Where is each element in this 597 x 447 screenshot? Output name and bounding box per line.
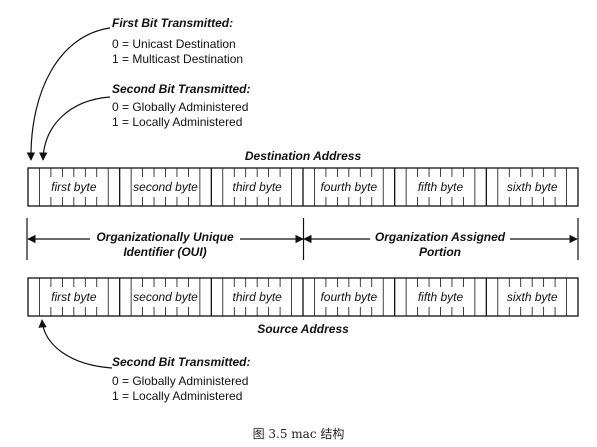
destination-byte-label: third byte xyxy=(232,180,282,194)
oui-label-line2: Identifier (OUI) xyxy=(123,245,207,259)
destination-address-row: first byte second byte third byte fourth by… xyxy=(27,167,579,207)
org-label-line1: Organization Assigned xyxy=(374,230,506,244)
source-address-row: first byte second byte third byte fourth by… xyxy=(27,277,579,317)
figure-caption: 图 3.5 mac 结构 xyxy=(252,427,345,441)
destination-byte-label: second byte xyxy=(133,180,198,194)
second-bit-top-line1: 0 = Globally Administered xyxy=(112,100,249,114)
second-bit-top-line2: 1 = Locally Administered xyxy=(112,115,243,129)
second-bit-bottom-line1: 0 = Globally Administered xyxy=(112,374,249,388)
first-bit-heading: First Bit Transmitted: xyxy=(112,16,234,30)
destination-byte-label: fourth byte xyxy=(320,180,377,194)
source-byte-label: second byte xyxy=(133,290,198,304)
destination-byte-label: sixth byte xyxy=(507,180,558,194)
source-byte-label: first byte xyxy=(51,290,97,304)
second-bit-top-heading: Second Bit Transmitted: xyxy=(112,82,251,96)
destination-byte-label: first byte xyxy=(51,180,97,194)
source-byte-label: fourth byte xyxy=(320,290,377,304)
first-bit-line1: 0 = Unicast Destination xyxy=(112,37,236,51)
org-label-line2: Portion xyxy=(419,245,461,259)
second-bit-top-arrow xyxy=(39,96,111,161)
second-bit-bottom-line2: 1 = Locally Administered xyxy=(112,389,243,403)
second-bit-bottom-arrow xyxy=(38,319,113,369)
first-bit-arrow xyxy=(26,27,111,161)
oui-label-line1: Organizationally Unique xyxy=(96,230,234,244)
source-byte-label: sixth byte xyxy=(507,290,558,304)
source-byte-label: third byte xyxy=(232,290,282,304)
first-bit-line2: 1 = Multicast Destination xyxy=(112,52,244,66)
second-bit-bottom-heading: Second Bit Transmitted: xyxy=(112,355,251,369)
source-byte-label: fifth byte xyxy=(418,290,464,304)
source-address-label: Source Address xyxy=(257,322,349,336)
destination-address-label: Destination Address xyxy=(244,149,362,163)
destination-byte-label: fifth byte xyxy=(418,180,464,194)
